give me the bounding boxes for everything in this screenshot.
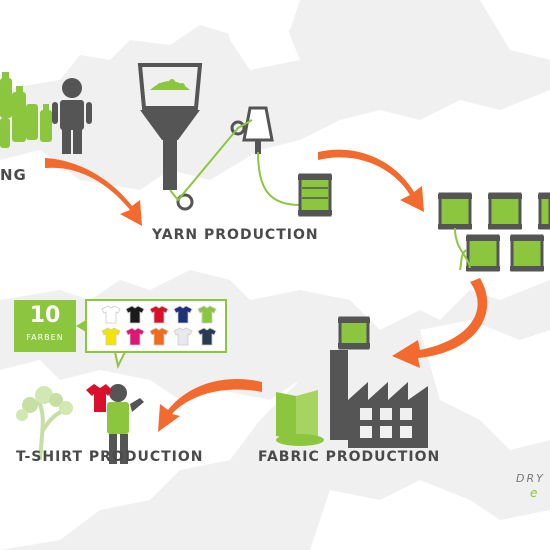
arrow-yarn-to-spools [318, 149, 424, 212]
arrow-recycling-to-yarn [45, 158, 142, 226]
shirt-swatch [149, 305, 169, 324]
recycled-bottles-icon [0, 72, 52, 148]
shirt-swatch [173, 327, 193, 346]
factory-spool-icon [338, 316, 370, 350]
child-icon [107, 384, 144, 464]
yarn-production-label: YARN PRODUCTION [151, 227, 319, 243]
shirt-swatch [197, 327, 217, 346]
yarn-machine-icon [137, 63, 301, 211]
recycling-label: NG [0, 166, 27, 184]
color-count-badge [14, 300, 76, 352]
badge-pointer [76, 320, 86, 332]
fabric-roll-icon [276, 390, 324, 446]
shirt-swatches [101, 305, 217, 346]
brand-logo-subtext: e [530, 486, 538, 500]
fabric-production-label: FABRIC PRODUCTION [258, 449, 440, 465]
tshirt-production-label: T-SHIRT PRODUCTION [16, 449, 203, 465]
color-count-number: 10 [29, 303, 61, 328]
shirt-swatch [101, 327, 121, 346]
color-count-caption: FARBEN [26, 333, 64, 342]
shirt-swatch [125, 327, 145, 346]
shirt-swatch [101, 305, 121, 324]
palette-pointer [113, 351, 127, 369]
shirt-swatch [173, 305, 193, 324]
arrow-spools-to-fabric [392, 278, 488, 368]
brand-logo-text: DRY [516, 472, 545, 485]
shirt-swatch [125, 305, 145, 324]
red-shirt-icon [86, 384, 112, 412]
tree-icon [16, 386, 73, 461]
shirt-swatch [197, 305, 217, 324]
person-icon [52, 78, 92, 154]
arrow-fabric-to-tshirt [158, 378, 262, 432]
shirt-swatch [149, 327, 169, 346]
yarn-spools-group-icon [438, 192, 550, 272]
factory-icon [330, 350, 428, 448]
yarn-spool-icon [298, 173, 332, 217]
